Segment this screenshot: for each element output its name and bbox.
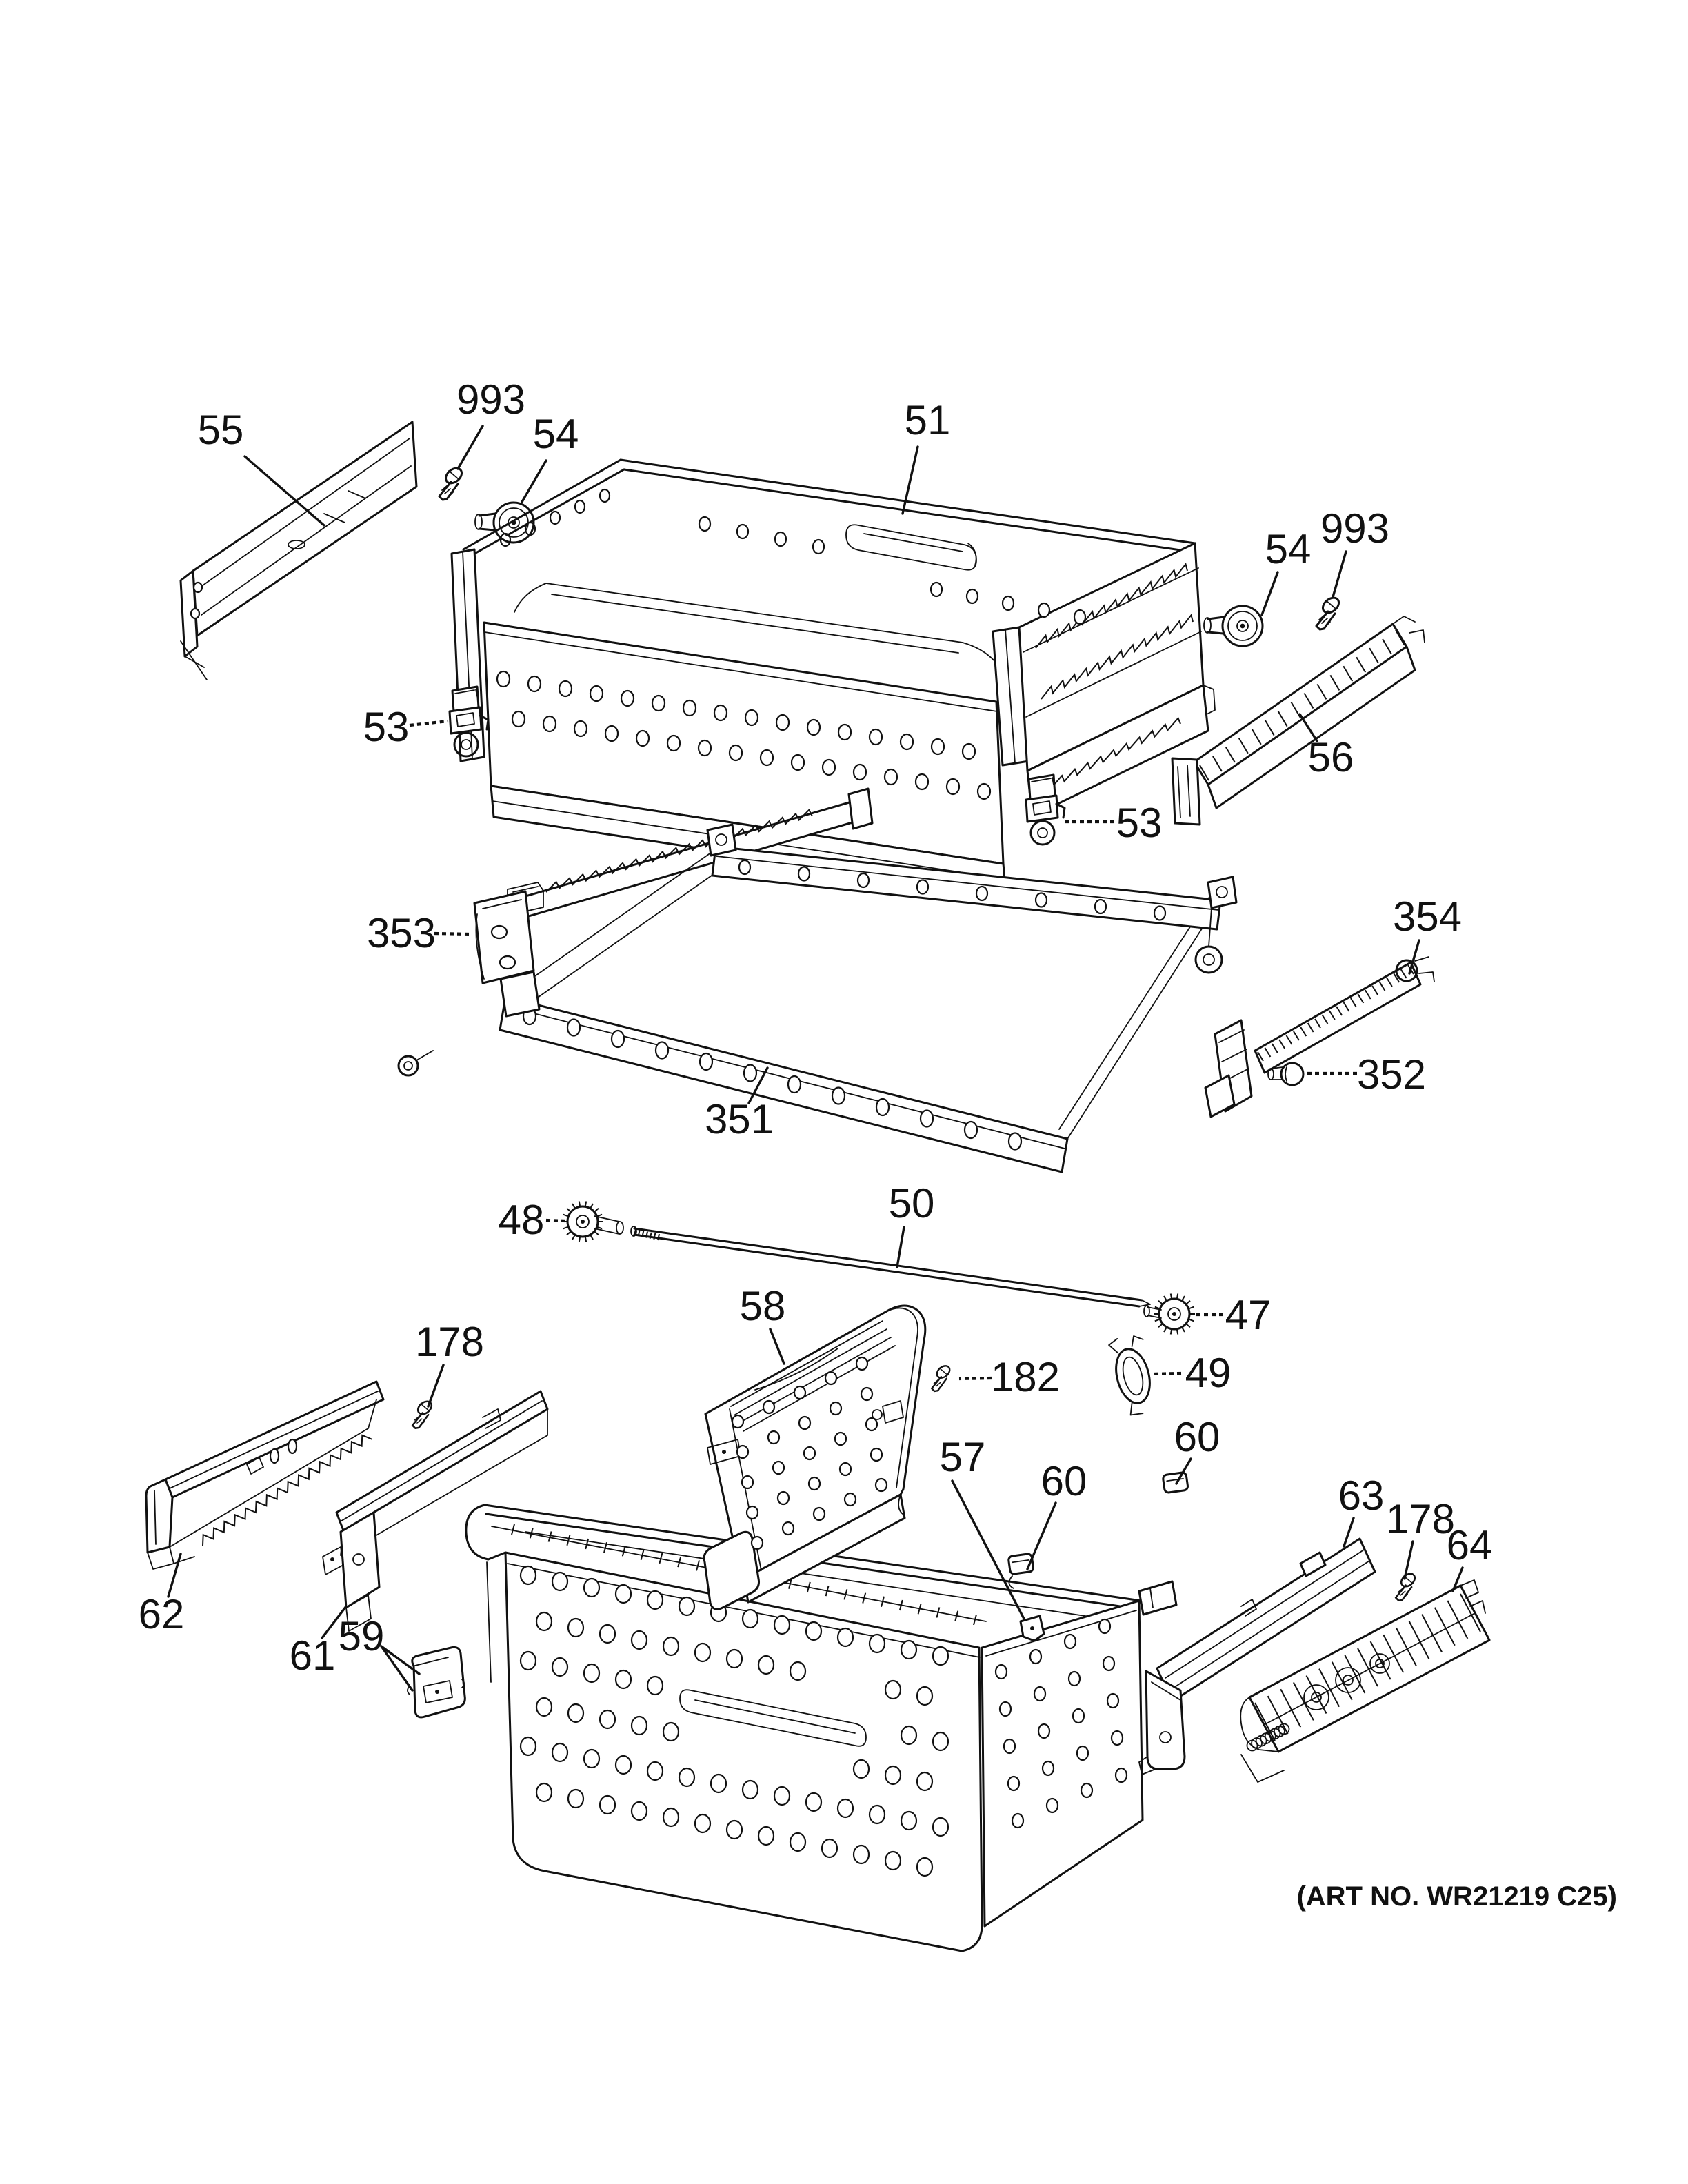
shaft-rod-50 (630, 1226, 1151, 1308)
gear-47 (1143, 1293, 1196, 1335)
callout-58: 58 (740, 1283, 786, 1329)
callout-57: 57 (940, 1434, 986, 1480)
callout-61: 61 (290, 1632, 336, 1679)
screw-993-right (1315, 594, 1343, 631)
callout-50: 50 (889, 1180, 935, 1226)
callout-53-right: 53 (1116, 800, 1163, 846)
callout-49: 49 (1185, 1350, 1232, 1396)
callout-53-left: 53 (363, 704, 410, 750)
callout-993-left: 993 (456, 376, 525, 423)
callout-178-left: 178 (415, 1319, 484, 1365)
rack-rail-56 (1171, 616, 1425, 826)
art-number: (ART NO. WR21219 C25) (1296, 1881, 1617, 1912)
clip-59 (407, 1646, 466, 1719)
callout-351: 351 (705, 1096, 774, 1142)
screw-178-right (1394, 1570, 1418, 1602)
callout-64: 64 (1447, 1522, 1493, 1568)
callout-60-top: 60 (1174, 1414, 1220, 1460)
callout-353: 353 (367, 910, 436, 956)
lower-basket-57 (465, 1504, 1178, 1952)
clip-60-top (1161, 1470, 1189, 1495)
screw-993-left (438, 464, 466, 501)
callout-352: 352 (1357, 1051, 1426, 1098)
slide-rail-55 (179, 421, 418, 680)
callout-993-right: 993 (1320, 505, 1389, 552)
slide-rail-62 (145, 1380, 385, 1570)
shoulder-screw-352 (1267, 1062, 1305, 1086)
slide-rail-61 (322, 1390, 549, 1632)
screw-178-left (411, 1397, 435, 1430)
callout-51: 51 (905, 397, 951, 443)
callout-60-left: 60 (1041, 1458, 1087, 1504)
upper-basket-51 (450, 458, 1216, 896)
callout-178-right: 178 (1386, 1496, 1455, 1542)
slide-rail-354 (1204, 956, 1435, 1118)
callout-55: 55 (198, 407, 244, 453)
clip-60-left-tail (1008, 1575, 1014, 1589)
callout-63: 63 (1338, 1473, 1385, 1519)
callout-47: 47 (1225, 1292, 1272, 1338)
callout-54-right: 54 (1265, 526, 1312, 572)
drawer-frame-351 (397, 787, 1238, 1173)
divider-panel-58 (703, 1304, 927, 1610)
callout-56: 56 (1308, 734, 1354, 780)
callout-354: 354 (1393, 893, 1462, 940)
roller-54-right (1203, 605, 1264, 647)
callout-48: 48 (499, 1197, 545, 1243)
gear-48 (561, 1200, 624, 1243)
callout-62: 62 (139, 1591, 185, 1637)
leader-lines (167, 425, 1464, 1692)
callout-182: 182 (991, 1354, 1060, 1400)
callout-59: 59 (339, 1613, 385, 1659)
slide-rail-63 (1138, 1537, 1376, 1775)
callout-54-left: 54 (533, 411, 579, 457)
callout-labels: 55 993 54 51 993 54 56 53 53 353 354 352… (139, 376, 1493, 1679)
grille-64 (1240, 1579, 1491, 1783)
screw-182 (930, 1362, 953, 1393)
retainer-49 (1108, 1335, 1151, 1416)
